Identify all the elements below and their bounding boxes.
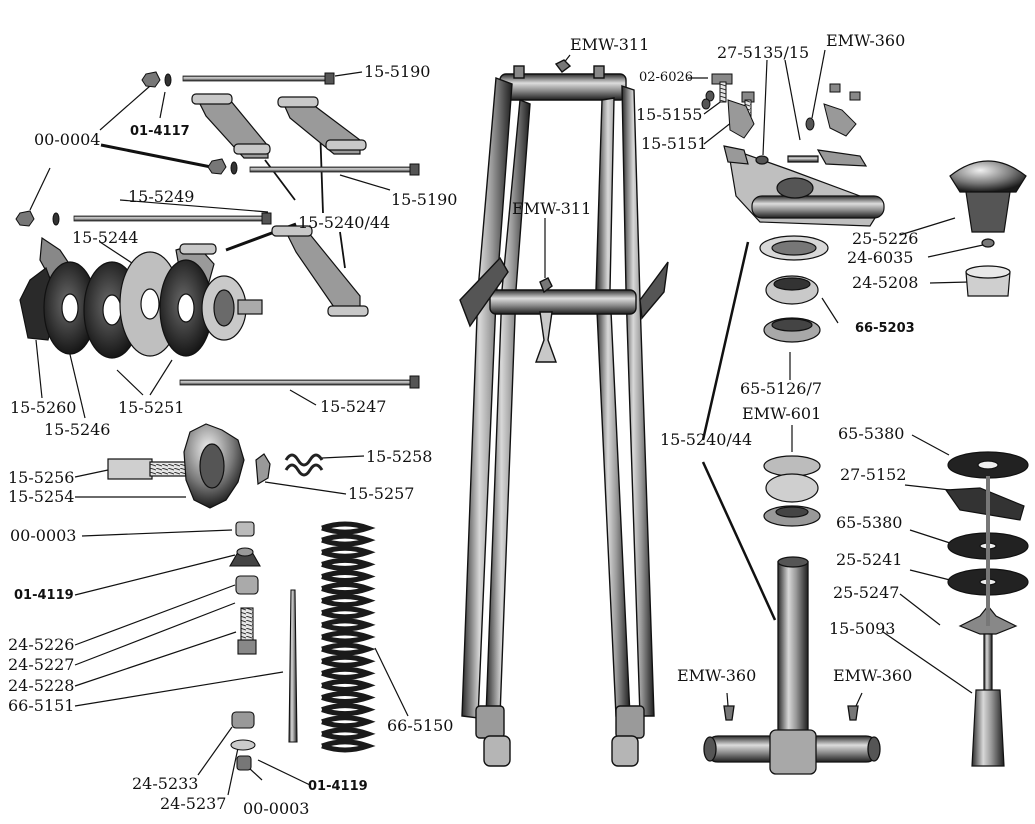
label-15-5254: 15-5254 (8, 487, 75, 506)
label-65-5126-7: 65-5126/7 (740, 379, 823, 398)
spring-coil-turn (321, 521, 376, 535)
label-66-5150: 66-5150 (387, 716, 454, 735)
label-01-4119-bot: 01-4119 (308, 779, 368, 794)
label-15-5256: 15-5256 (8, 468, 75, 487)
label-emw-360-top: EMW-360 (826, 31, 906, 50)
label-24-5228: 24-5228 (8, 676, 75, 695)
spring-coil-turn (321, 666, 376, 680)
upper-link-bracket (723, 145, 885, 227)
spring-coil-turn (321, 582, 376, 596)
label-15-5093: 15-5093 (829, 619, 896, 638)
label-15-5240-44-left: 15-5240/44 (298, 213, 391, 232)
label-66-5151: 66-5151 (8, 696, 75, 715)
friction-damper-stack (19, 236, 263, 359)
label-emw-360-right: EMW-360 (833, 666, 913, 685)
label-24-5226-left: 24-5226 (8, 635, 75, 654)
label-15-5244: 15-5244 (72, 228, 139, 247)
label-02-6026: 02-6026 (639, 70, 694, 85)
front-fork-frame (459, 59, 669, 767)
coil-spring-66-5150 (321, 521, 376, 753)
label-emw-360-left: EMW-360 (677, 666, 757, 685)
long-bolt-15-5190-top (182, 72, 335, 85)
label-15-5246: 15-5246 (44, 420, 111, 439)
label-emw-601: EMW-601 (742, 404, 822, 423)
label-15-5247-left: 15-5247 (320, 397, 387, 416)
label-15-5258: 15-5258 (366, 447, 433, 466)
steering-bearings-lower (763, 455, 821, 527)
spring-coil-turn (321, 654, 376, 668)
label-00-0003-bot: 00-0003 (243, 799, 310, 818)
spring-coil-turn (321, 533, 376, 547)
spring-coil-turn (321, 630, 376, 644)
spring-coil-turn (321, 594, 376, 608)
spring-coil-turn (321, 727, 376, 741)
label-15-5257: 15-5257 (348, 484, 415, 503)
spring-coil-turn (321, 606, 376, 620)
label-15-5151: 15-5151 (641, 134, 708, 153)
label-00-0004: 00-0004 (34, 130, 101, 149)
label-25-5226: 25-5226 (852, 229, 919, 248)
label-24-5208: 24-5208 (852, 273, 919, 292)
label-24-5233: 24-5233 (132, 774, 199, 793)
spring-coil-turn (321, 618, 376, 632)
spring-coil-turn (321, 703, 376, 717)
label-15-5190-mid: 15-5190 (391, 190, 458, 209)
nuts-and-washers (15, 71, 238, 227)
label-15-5190-top: 15-5190 (364, 62, 431, 81)
label-15-5155: 15-5155 (636, 105, 703, 124)
spring-coil-turn (321, 678, 376, 692)
label-65-5380-mid: 65-5380 (836, 513, 903, 532)
steering-stem-tube (703, 556, 881, 775)
spring-coil-turn (321, 569, 376, 583)
label-emw-311-mid: EMW-311 (512, 199, 592, 218)
spring-coil-turn (321, 715, 376, 729)
label-24-5237: 24-5237 (160, 794, 227, 813)
label-01-4117: 01-4117 (130, 124, 190, 139)
spring-coil-turn (321, 557, 376, 571)
label-15-5240-44-right: 15-5240/44 (660, 430, 753, 449)
label-25-5241: 25-5241 (836, 550, 903, 569)
label-66-5203: 66-5203 (855, 321, 915, 336)
steering-damper-discs (944, 451, 1029, 767)
spring-coil-turn (321, 739, 376, 753)
spring-hardware (229, 521, 298, 771)
label-24-6035: 24-6035 (847, 248, 914, 267)
spring-coil-turn (321, 545, 376, 559)
label-15-5249: 15-5249 (128, 187, 195, 206)
damper-knob (107, 423, 324, 509)
label-27-5152: 27-5152 (840, 465, 907, 484)
long-bolt-15-5190-mid (249, 163, 420, 176)
link-arms-15-5240 (191, 93, 369, 317)
steering-damper-knob (949, 160, 1027, 297)
label-24-5227: 24-5227 (8, 655, 75, 674)
label-01-4119-top: 01-4119 (14, 588, 74, 603)
long-bolt-15-5247 (179, 375, 420, 389)
small-bolts-and-clamps (701, 73, 861, 139)
label-emw-311-top: EMW-311 (570, 35, 650, 54)
spring-coil-turn (321, 691, 376, 705)
label-15-5251: 15-5251 (118, 398, 185, 417)
spring-coil-turn (321, 642, 376, 656)
label-15-5260: 15-5260 (10, 398, 77, 417)
steering-bearings-upper (759, 235, 829, 343)
label-27-5135-15: 27-5135/15 (717, 43, 810, 62)
label-25-5247: 25-5247 (833, 583, 900, 602)
label-00-0003-top: 00-0003 (10, 526, 77, 545)
label-65-5380-top: 65-5380 (838, 424, 905, 443)
long-bolt-15-5249 (73, 212, 272, 225)
